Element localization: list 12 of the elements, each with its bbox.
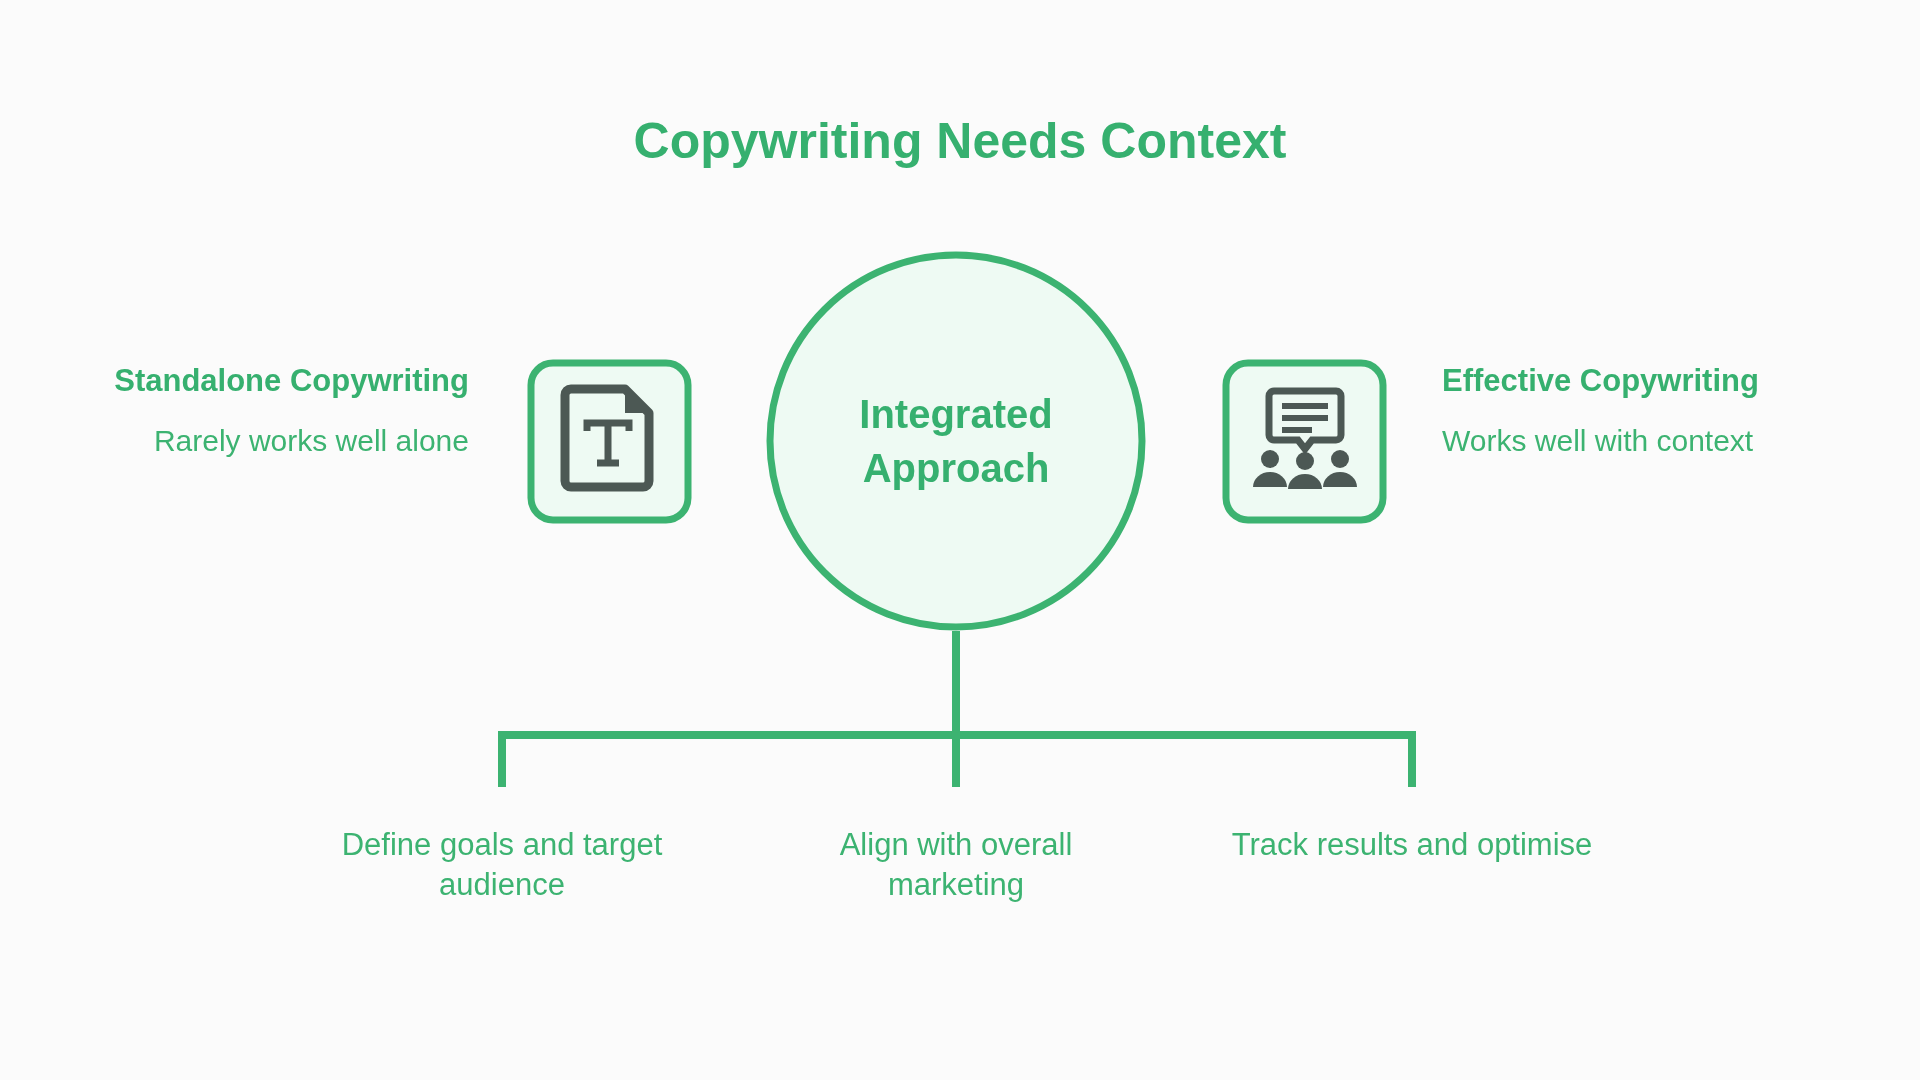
description: Rarely works well alone <box>153 423 469 457</box>
icon-box <box>527 359 692 524</box>
center-label: Integrated Approach <box>858 391 1054 492</box>
center-circle <box>766 251 1146 631</box>
heading: Standalone Copywriting <box>114 363 469 398</box>
heading: Effective Copywriting <box>1442 363 1759 398</box>
step-label: Track results and optimise <box>1231 826 1593 864</box>
step-label: Align with overall marketing <box>838 826 1074 905</box>
icon-box <box>1222 359 1387 524</box>
title: Copywriting Needs Context <box>632 112 1288 170</box>
description: Works well with context <box>1442 423 1754 457</box>
step-label: Define goals and target audience <box>340 826 664 905</box>
